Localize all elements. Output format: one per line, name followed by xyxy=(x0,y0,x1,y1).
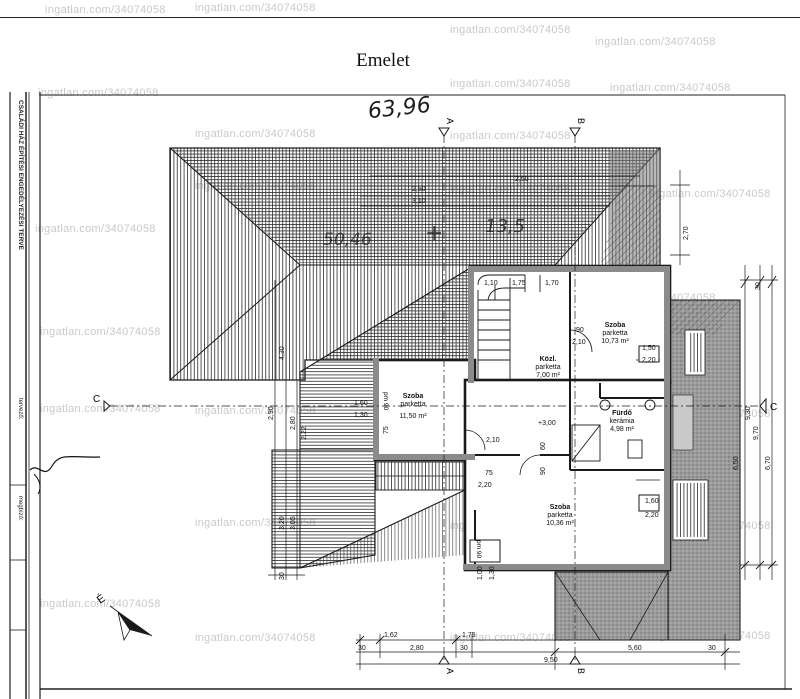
page-title: Emelet xyxy=(356,50,410,71)
title-block-text: CSALÁDI HÁZ ÉPÍTÉSI ENGEDÉLYEZÉSI TERVE xyxy=(17,100,26,251)
room-kozl-area: 7,00 m² xyxy=(536,372,560,379)
pm-label-2: pm 90 xyxy=(475,540,482,558)
handwritten-area-left: 50,46 xyxy=(323,230,372,250)
windows xyxy=(469,345,660,563)
section-a-bottom: A xyxy=(445,668,455,674)
dim-text: 30 xyxy=(358,645,366,652)
dim-text: 5,60 xyxy=(628,645,642,652)
room-szoba-ne-area: 10,73 m² xyxy=(601,338,629,345)
dim-text: +3,00 xyxy=(538,420,556,427)
dim-text: 6,50 xyxy=(733,456,740,470)
dim-text: 2,22 xyxy=(301,426,308,440)
dimension-labels: 2,50 3,10 2,50 1,10 1,75 1,70 90 2,10 1,… xyxy=(354,176,716,664)
dim-text: 1,30 xyxy=(489,566,496,580)
dim-text: 2,80 xyxy=(290,416,297,430)
dim-text: 9,30 xyxy=(745,406,752,420)
room-labels: Szoba parketta 10,73 m² Közl. parketta 7… xyxy=(399,322,634,527)
dim-text: 30 xyxy=(755,282,762,290)
room-szoba-se-name: Szoba xyxy=(550,504,571,511)
dim-text: 3,10 xyxy=(412,198,426,205)
room-szoba-w-floor: parketta xyxy=(400,401,425,408)
dim-text: 2,10 xyxy=(486,437,500,444)
dim-text: 2,90 xyxy=(268,406,275,420)
top-rule xyxy=(0,17,800,18)
dimension-labels-vertical: 75 60 90 1,00 1,30 9,70 9,30 6,50 6,70 2… xyxy=(268,226,772,580)
north-arrow xyxy=(109,605,153,642)
staircase xyxy=(477,274,541,380)
dim-text: 90 xyxy=(540,467,547,475)
dim-text: 30 xyxy=(460,645,468,652)
bathroom-fixtures xyxy=(571,399,656,462)
dim-text: 1,62 xyxy=(384,632,398,639)
dim-text: 2,80 xyxy=(410,645,424,652)
dim-text: 75 xyxy=(383,426,390,434)
section-c-left: C xyxy=(93,394,100,405)
dim-text: 1,60 xyxy=(354,400,368,407)
room-szoba-se-floor: parketta xyxy=(547,512,572,519)
room-szoba-ne-name: Szoba xyxy=(605,322,626,329)
dim-text: 3,20 xyxy=(279,516,286,530)
dim-text: 75 xyxy=(485,470,493,477)
dim-text: 1,75 xyxy=(512,280,526,287)
dim-text: 1,70 xyxy=(545,280,559,287)
dim-text: 2,50 xyxy=(515,176,529,183)
section-c-right: C xyxy=(770,402,777,413)
section-a-top: A xyxy=(445,118,455,124)
section-b-top: B xyxy=(576,118,586,124)
room-szoba-se-area: 10,36 m² xyxy=(546,520,574,527)
roof-east xyxy=(667,299,741,641)
pm-label: pm 90 xyxy=(382,392,389,410)
dim-text: 30 xyxy=(708,645,716,652)
room-szoba-w-area: 11,50 m² xyxy=(399,413,427,420)
sheet-frame xyxy=(9,92,792,699)
room-furdo-floor: kerámia xyxy=(610,418,635,425)
handwritten-total: 63,96 xyxy=(367,93,432,124)
room-furdo-area: 4,98 m² xyxy=(610,426,634,433)
stair-grid xyxy=(375,461,469,491)
dim-text: 2,70 xyxy=(683,226,690,240)
dimension-ticks xyxy=(355,275,777,657)
dim-text: 9,50 xyxy=(544,657,558,664)
dim-text: 2,50 xyxy=(412,186,426,193)
roof-south xyxy=(554,571,669,641)
dim-text: 6,70 xyxy=(765,456,772,470)
handwritten-notes: 63,96 50,46 + 13,5 xyxy=(323,93,525,250)
dim-text: 2,20 xyxy=(645,512,659,519)
room-szoba-w-name: Szoba xyxy=(403,393,424,400)
section-b-bottom: B xyxy=(576,668,586,674)
walls xyxy=(373,264,672,572)
dim-text: 9,70 xyxy=(753,426,760,440)
handwritten-area-right: 13,5 xyxy=(485,216,525,237)
section-line-c xyxy=(103,397,767,415)
dim-text: 2,20 xyxy=(642,357,656,364)
dim-text: 1,50 xyxy=(642,345,656,352)
dim-text: 1,60 xyxy=(645,498,659,505)
roof-north xyxy=(169,147,661,381)
client-label: megbízó: xyxy=(17,496,23,521)
dim-text: 1,10 xyxy=(484,280,498,287)
dim-text: 90 xyxy=(576,327,584,334)
dim-text: 2,20 xyxy=(478,482,492,489)
dim-text: 4,30 xyxy=(279,346,286,360)
room-szoba-ne-floor: parketta xyxy=(602,330,627,337)
dim-text: 2,10 xyxy=(572,339,586,346)
dim-text: 3,05 xyxy=(290,516,297,530)
dim-text: 60 xyxy=(540,442,547,450)
dim-text: 1,75 xyxy=(462,632,476,639)
room-furdo-name: Fürdő xyxy=(612,410,632,417)
handwritten-plus: + xyxy=(425,221,443,246)
north-label: É xyxy=(94,592,107,607)
wall-fills xyxy=(373,266,670,570)
dimension-lines xyxy=(268,170,778,670)
dim-text: 30 xyxy=(279,572,286,580)
room-kozl-name: Közl. xyxy=(540,356,557,363)
dim-text: 1,30 xyxy=(354,412,368,419)
dim-text: 1,00 xyxy=(477,566,484,580)
signature-mark xyxy=(33,473,41,495)
room-kozl-floor: parketta xyxy=(535,364,560,371)
signature-mark xyxy=(29,455,101,473)
designer-label: tervező: xyxy=(17,398,23,420)
